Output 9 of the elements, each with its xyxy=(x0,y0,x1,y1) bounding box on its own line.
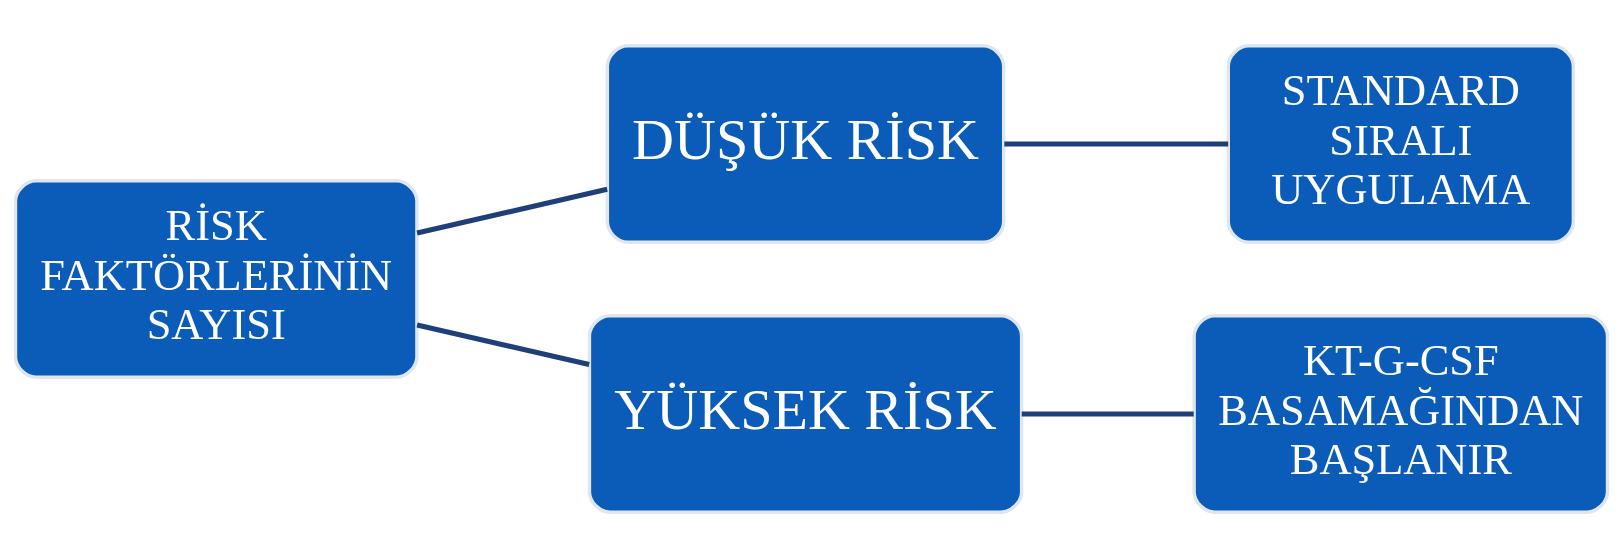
node-box: STANDARD SIRALI UYGULAMA xyxy=(1226,44,1576,244)
connector xyxy=(416,322,590,367)
node-box: DÜŞÜK RİSK xyxy=(605,44,1006,244)
connector xyxy=(416,186,608,236)
node-box: KT-G-CSF BASAMAĞINDAN BAŞLANIR xyxy=(1192,314,1610,514)
connector xyxy=(1004,141,1229,147)
connector xyxy=(1021,411,1194,417)
node-box: RİSK FAKTÖRLERİNİN SAYISI xyxy=(13,179,419,379)
node-box: YÜKSEK RİSK xyxy=(587,314,1024,514)
